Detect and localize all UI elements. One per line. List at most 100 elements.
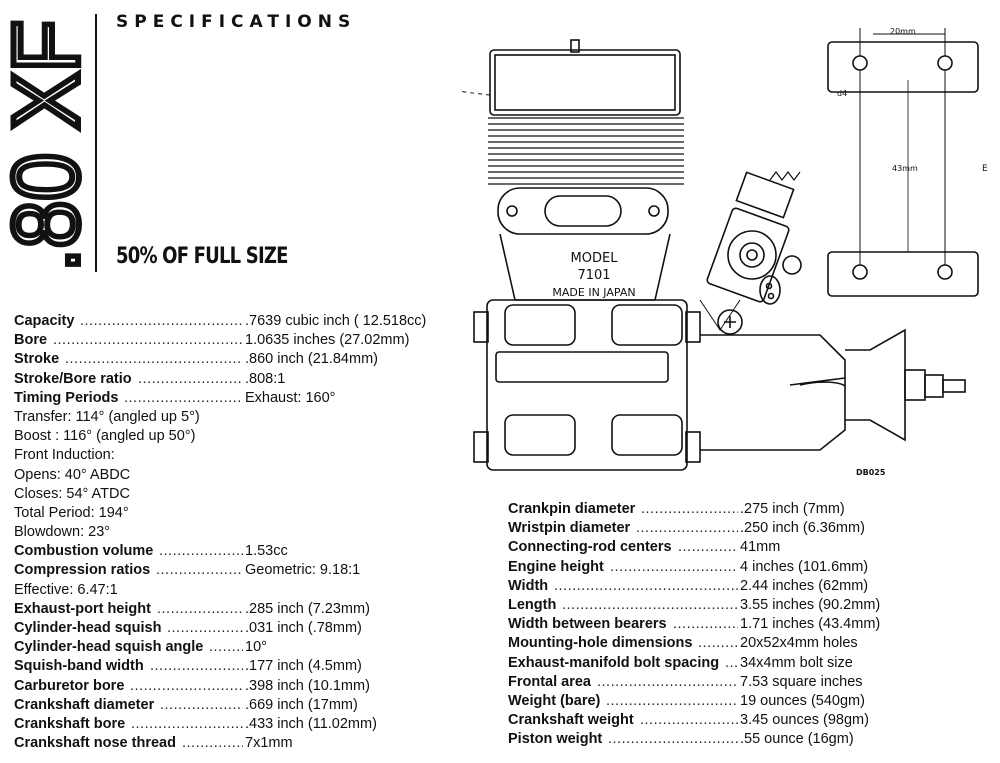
spec-row: Carburetor bore.........................… [14,677,474,696]
spec-row: Width between bearers...................… [508,615,908,634]
spec-value: 20x52x4mm holes [740,635,858,652]
spec-label: Capacity [14,313,75,329]
spec-label: Cylinder-head squish [14,620,162,636]
spec-value: Geometric: 9.18:1 [245,562,361,579]
spec-value: .860 inch (21.84mm) [245,351,378,368]
spec-value: Effective: 6.47:1 [14,581,118,598]
spec-label: Bore [14,332,48,349]
spec-label: Engine height [508,558,604,575]
spec-value: .808:1 [245,370,286,387]
spec-value: 2.44 inches (62mm) [740,577,869,594]
spec-row: Crankshaft nose thread..................… [14,734,474,753]
spec-row: Wristpin diameter.......................… [508,519,908,538]
spec-row: Exhaust-port height.....................… [14,600,474,619]
spec-row: Stroke/Bore ratio.......................… [14,370,474,389]
dot-leader: ........................................… [53,332,243,349]
drawing-code: DB025 [856,468,886,477]
spec-label: Wristpin diameter [508,520,631,537]
spec-value: Exhaust: 160° [245,389,336,406]
spec-row: Effective: 6.47:1 [14,581,474,600]
spec-row: Cylinder-head squish angle..............… [14,638,474,657]
specs-left: Capacity................................… [14,312,474,753]
dot-leader: ........................................… [678,539,738,556]
engine-drawing: MODEL 7101 MADE IN JAPAN 20mm 43mm d4 E … [149,20,1000,490]
spec-row: Exhaust-manifold bolt spacing...........… [508,654,908,673]
spec-value: .669 inch (17mm) [245,696,358,713]
spec-label: Exhaust-manifold bolt spacing [508,654,720,671]
spec-value: 3.45 ounces (98gm) [740,712,869,729]
dot-leader: ........................................… [606,692,738,709]
spec-label: Crankshaft bore [14,715,126,732]
dim-hole-label: d4 [837,89,848,98]
spec-row: Weight (bare)...........................… [508,692,908,711]
spec-row: Capacity................................… [14,312,474,331]
spec-row: Boost : 116° (angled up 50°) [14,427,474,446]
spec-value: .7639 cubic inch ( 12.518cc) [245,313,427,329]
scale-note: 50% OF FULL SIZE [116,244,288,269]
dot-leader: ........................................… [131,715,243,732]
spec-value: Boost : 116° (angled up 50°) [14,428,196,445]
spec-label: Connecting-rod centers [508,539,672,556]
spec-row: Transfer: 114° (angled up 5°) [14,408,474,427]
dot-leader: ........................................… [636,520,738,537]
dot-leader: ........................................… [608,731,738,748]
spec-row: Crankpin diameter.......................… [508,500,908,519]
spec-row: Engine height...........................… [508,558,908,577]
spec-value: Closes: 54° ATDC [14,485,130,502]
spec-label: Stroke/Bore ratio [14,370,132,387]
spec-value: .275 inch (7mm) [740,501,845,517]
spec-label: Crankshaft diameter [14,696,155,713]
spec-value: Transfer: 114° (angled up 5°) [14,408,200,425]
spec-row: Timing Periods..........................… [14,389,474,408]
spec-value: 7x1mm [245,735,293,752]
dot-leader: ........................................… [65,351,243,368]
spec-value: .55 ounce (16gm) [740,731,854,748]
spec-value: 1.71 inches (43.4mm) [740,616,881,633]
spec-row: Width...................................… [508,577,908,596]
dot-leader: ........................................… [182,735,243,752]
spec-value: 1.53cc [245,543,288,560]
spec-label: Crankpin diameter [508,501,636,517]
spec-label: Crankshaft nose thread [14,735,176,752]
spec-value: .031 inch (.78mm) [245,620,362,636]
dot-leader: ........................................… [138,370,243,387]
spec-label: Stroke [14,351,60,368]
specs-right: Crankpin diameter.......................… [508,500,908,749]
dot-leader: ........................................… [698,635,738,652]
spec-label: Piston weight [508,731,603,748]
dot-leader: ........................................… [725,654,738,671]
spec-value: Total Period: 194° [14,504,129,521]
dot-leader: ........................................… [124,389,243,406]
spec-value: .398 inch (10.1mm) [245,677,370,694]
spec-value: .285 inch (7.23mm) [245,600,370,617]
spec-row: Combustion volume.......................… [14,542,474,561]
spec-value: Blowdown: 23° [14,524,111,541]
dot-leader: ........................................… [641,501,738,517]
spec-label: Combustion volume [14,543,154,560]
dot-leader: ........................................… [156,562,243,579]
dim-middle-label: 43mm [892,164,918,173]
side-mark: E [982,164,988,174]
dot-leader: ........................................… [160,696,243,713]
spec-label: Squish-band width [14,658,144,675]
spec-row: Front Induction: [14,446,474,465]
model-mark-text: .80 XF [6,20,88,272]
page-title: SPECIFICATIONS [116,12,357,32]
spec-label: Timing Periods [14,389,119,406]
model-mark: .80 XF [0,10,101,278]
spec-value: 19 ounces (540gm) [740,692,865,709]
spec-row: Crankshaft weight.......................… [508,711,908,730]
spec-row: Compression ratios......................… [14,561,474,580]
spec-row: Blowdown: 23° [14,523,474,542]
plate-line-origin: MADE IN JAPAN [552,286,636,299]
spec-value: 1.0635 inches (27.02mm) [245,332,410,349]
spec-row: Crankshaft diameter.....................… [14,696,474,715]
header-divider [95,14,97,272]
dot-leader: ........................................… [157,600,243,617]
spec-label: Carburetor bore [14,677,125,694]
dot-leader: ........................................… [673,616,738,633]
dot-leader: ........................................… [167,620,243,636]
spec-value: 34x4mm bolt size [740,654,853,671]
dot-leader: ........................................… [159,543,243,560]
dot-leader: ........................................… [562,596,738,613]
